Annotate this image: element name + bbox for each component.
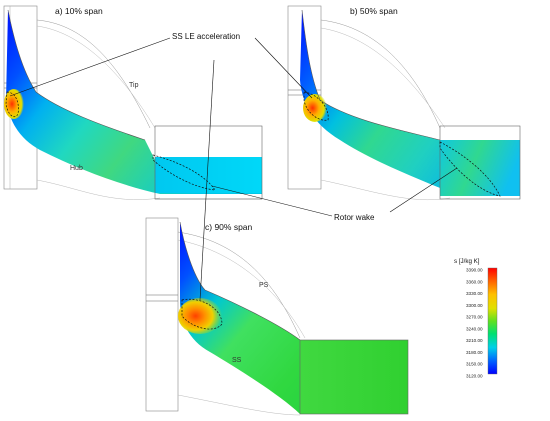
tip-label: Tip xyxy=(129,82,139,89)
outlet-b xyxy=(440,140,520,196)
colorbar-ticks: 3390.00 3360.00 3330.00 3300.00 3270.00 3240.… xyxy=(466,268,483,379)
flow-passage-a xyxy=(6,10,262,194)
colorbar-tick-label: 3180.00 xyxy=(466,350,483,355)
panel-a-10-span: a) 10% span Tip Hub xyxy=(3,5,263,200)
outlet-c xyxy=(300,340,408,414)
colorbar-tick-label: 3300.00 xyxy=(466,303,483,308)
panel-b-title: b) 50% span xyxy=(350,6,398,16)
colorbar-tick-label: 3270.00 xyxy=(466,315,483,320)
ss-le-pointer-b xyxy=(254,37,313,99)
panel-c-title: c) 90% span xyxy=(205,222,253,232)
annotations: SS LE acceleration Rotor wake xyxy=(9,32,458,301)
hotspot-c xyxy=(178,298,222,334)
ss-le-pointer-a xyxy=(9,37,171,97)
colorbar-tick-label: 3390.00 xyxy=(466,268,483,273)
rotor-wake-pointer-b xyxy=(389,167,458,213)
rotor-wake-label: Rotor wake xyxy=(334,213,375,222)
hotspot-b xyxy=(303,94,327,122)
ss-le-acceleration-label: SS LE acceleration xyxy=(172,32,240,41)
colorbar-tick-label: 3240.00 xyxy=(466,326,483,331)
hub-label: Hub xyxy=(70,165,83,172)
colorbar-title: s [J/kg K] xyxy=(454,258,480,265)
colorbar-scale xyxy=(487,267,498,375)
colorbar-tick-label: 3120.00 xyxy=(466,374,483,379)
hotspot-a xyxy=(4,89,24,119)
colorbar-tick-label: 3150.00 xyxy=(466,362,483,367)
ss-le-pointer-c xyxy=(199,59,215,301)
colorbar-tick-label: 3210.00 xyxy=(466,338,483,343)
panel-c-90-span: c) 90% span PS SS xyxy=(145,217,409,416)
ps-label: PS xyxy=(259,282,269,289)
colorbar-tick-label: 3360.00 xyxy=(466,279,483,284)
colorbar-tick-label: 3330.00 xyxy=(466,291,483,296)
outlet-a xyxy=(155,157,262,193)
panel-b-50-span: b) 50% span xyxy=(287,5,521,201)
panel-a-title: a) 10% span xyxy=(55,6,103,16)
colorbar: s [J/kg K] 3390.003360.003330.003300.003… xyxy=(454,258,498,379)
ss-label: SS xyxy=(232,357,242,364)
rotor-wake-pointer-a xyxy=(211,185,333,217)
